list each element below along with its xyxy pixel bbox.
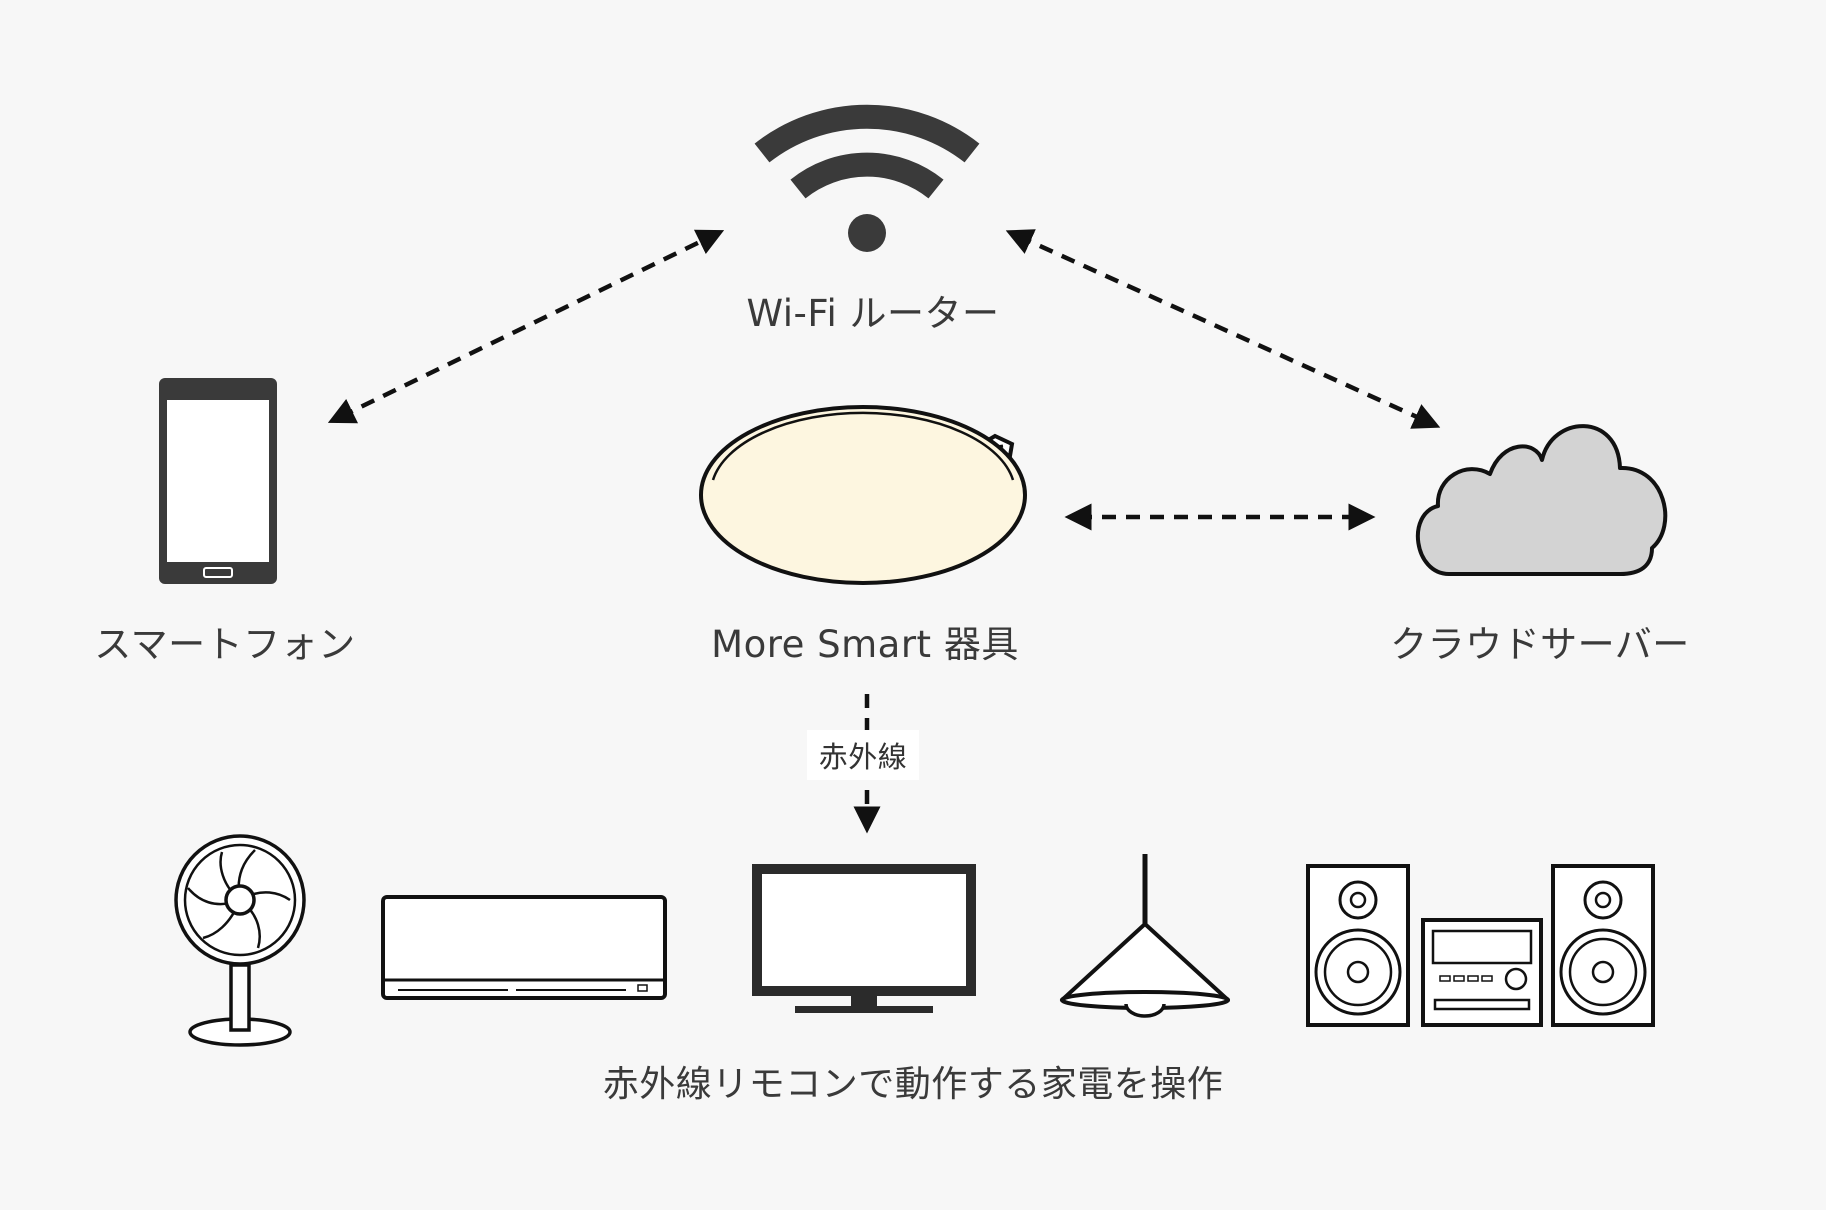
connector-arrows: [327, 229, 1441, 834]
fixture-label: More Smart 器具: [711, 623, 1019, 666]
wifi-icon: [754, 104, 980, 252]
tv-icon: [752, 864, 976, 1013]
infrared-label: 赤外線: [807, 730, 919, 780]
arrow-phone-router: [327, 229, 725, 424]
air-conditioner-icon: [381, 895, 667, 1000]
appliances-caption: 赤外線リモコンで動作する家電を操作: [602, 1064, 1224, 1105]
smartphone-label: スマートフォン: [94, 623, 356, 666]
ceiling-light-icon: [699, 405, 1027, 585]
pendant-lamp-icon: [1060, 854, 1230, 1018]
fan-icon: [174, 834, 306, 1047]
router-label: Wi-Fi ルーター: [746, 292, 1000, 335]
stereo-icon: [1306, 864, 1655, 1027]
cloud-server-label: クラウドサーバー: [1390, 623, 1690, 666]
arrow-router-cloud: [1005, 229, 1441, 429]
cloud-icon: [1415, 424, 1668, 576]
smartphone-icon: [159, 378, 277, 584]
